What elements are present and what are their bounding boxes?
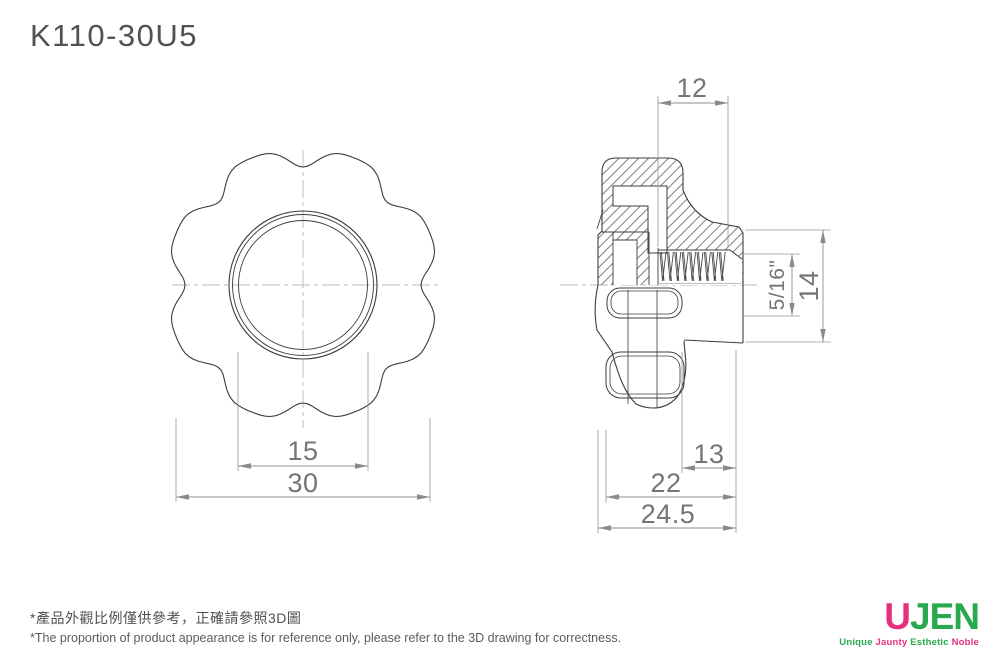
logo-letter-u: U xyxy=(884,596,911,637)
dim-cap-width: 12 xyxy=(676,73,707,103)
tagline-word-noble: Noble xyxy=(951,637,979,648)
logo-tagline: Unique Jaunty Esthetic Noble xyxy=(839,638,979,648)
extension-lines xyxy=(175,96,831,533)
dim-boss-length: 13 xyxy=(693,439,724,469)
hub-circle-outer xyxy=(228,210,378,360)
thread-profile xyxy=(659,251,726,282)
tagline-word-esthetic: Esthetic xyxy=(910,637,949,648)
part-number-title: K110-30U5 xyxy=(30,18,199,53)
side-view xyxy=(594,157,744,409)
note-chinese: *產品外觀比例僅供參考，正確請參照3D圖 xyxy=(30,610,302,626)
dim-flange-diameter: 14 xyxy=(794,270,824,301)
hub-circle-mid xyxy=(232,214,374,356)
hub-circle-inner xyxy=(238,220,368,350)
dim-overall-length: 24.5 xyxy=(641,499,696,529)
ujen-logo: UJEN Unique Jaunty Esthetic Noble xyxy=(839,596,980,648)
note-english: *The proportion of product appearance is… xyxy=(30,631,622,645)
dim-front-outer-diameter: 30 xyxy=(287,468,318,498)
tagline-word-unique: Unique xyxy=(839,637,873,648)
side-view-outlines xyxy=(594,157,744,409)
logo-wordmark: UJEN xyxy=(839,596,980,637)
tagline-word-jaunty: Jaunty xyxy=(875,637,908,648)
dimension-arrowheads xyxy=(176,100,826,531)
front-view xyxy=(170,152,436,418)
dim-thread-size: 5/16" xyxy=(766,260,789,311)
footer-notes: *產品外觀比例僅供參考，正確請參照3D圖 *The proportion of … xyxy=(30,608,621,645)
dimension-lines xyxy=(176,102,824,529)
dim-body-length: 22 xyxy=(650,468,681,498)
knob-lobed-outline xyxy=(170,152,436,418)
logo-letters-jen: JEN xyxy=(910,596,980,637)
dim-front-inner-diameter: 15 xyxy=(287,436,318,466)
dimension-texts: 15 30 12 13 22 24.5 5/16" 14 xyxy=(287,73,824,529)
